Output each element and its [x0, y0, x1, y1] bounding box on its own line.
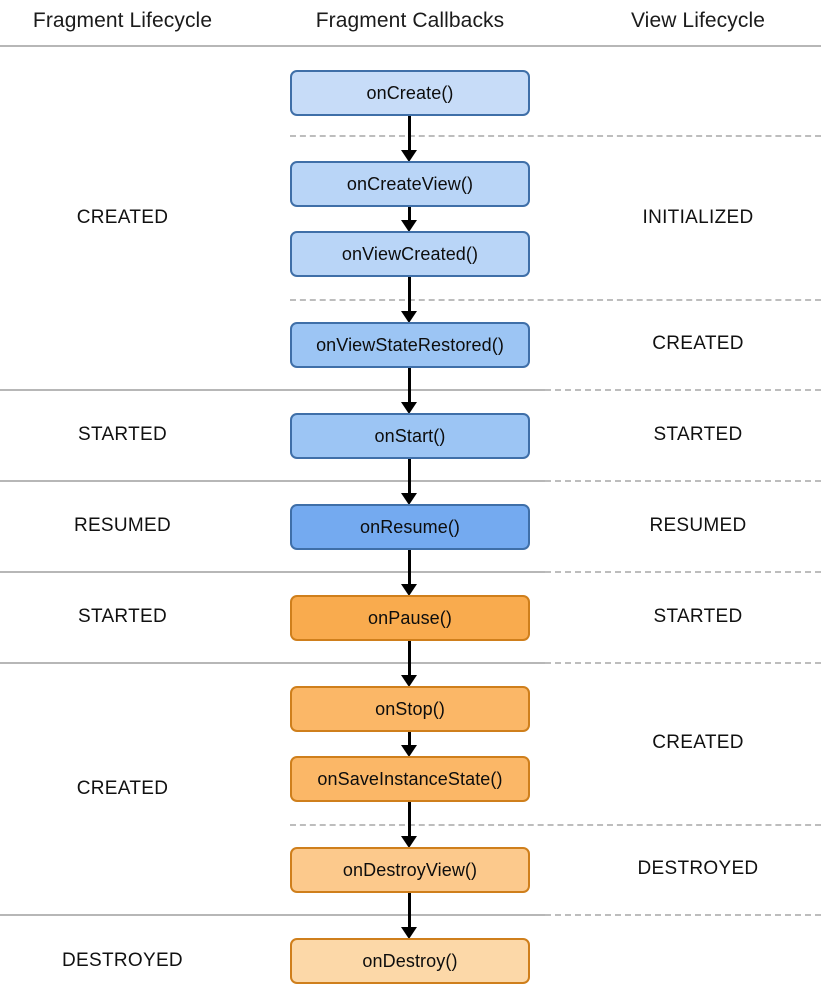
separator-dashed [545, 662, 821, 664]
separator-dashed [290, 135, 821, 137]
arrow-createview-to-viewcreated-shaft [408, 207, 411, 220]
separator-dashed [545, 389, 821, 391]
callback-box-on-create[interactable]: onCreate() [290, 70, 530, 116]
fragment-state-frag-started-1: STARTED [77, 424, 168, 445]
arrow-destroyview-to-destroy-arrowhead-icon [401, 927, 417, 939]
separator-solid [0, 389, 545, 391]
arrow-pause-to-stop-arrowhead-icon [401, 675, 417, 687]
arrow-start-to-resume-shaft [408, 459, 411, 493]
callback-box-on-save-instance-state[interactable]: onSaveInstanceState() [290, 756, 530, 802]
callback-box-on-destroy[interactable]: onDestroy() [290, 938, 530, 984]
callback-box-on-create-view[interactable]: onCreateView() [290, 161, 530, 207]
arrow-pause-to-stop-shaft [408, 641, 411, 675]
separator-dashed [290, 824, 821, 826]
callback-box-on-view-created[interactable]: onViewCreated() [290, 231, 530, 277]
column-header-view-lifecycle: View Lifecycle [630, 9, 766, 32]
callback-box-on-stop[interactable]: onStop() [290, 686, 530, 732]
separator-solid [0, 45, 821, 47]
view-state-view-started-1: STARTED [653, 424, 743, 445]
arrow-stop-to-savestate-arrowhead-icon [401, 745, 417, 757]
callback-box-on-view-state-restored[interactable]: onViewStateRestored() [290, 322, 530, 368]
arrow-savestate-to-destroyview-arrowhead-icon [401, 836, 417, 848]
callback-box-on-start[interactable]: onStart() [290, 413, 530, 459]
column-header-fragment-callbacks: Fragment Callbacks [315, 9, 505, 32]
arrow-viewcreated-to-viewstaterestored-shaft [408, 277, 411, 311]
separator-solid [0, 571, 545, 573]
arrow-stop-to-savestate-shaft [408, 732, 411, 745]
separator-solid [0, 662, 545, 664]
separator-dashed [290, 299, 821, 301]
fragment-state-frag-started-2: STARTED [77, 606, 168, 627]
fragment-state-frag-created-2: CREATED [76, 778, 169, 799]
arrow-destroyview-to-destroy-shaft [408, 893, 411, 927]
view-state-view-created-2: CREATED [652, 732, 744, 753]
separator-solid [0, 480, 545, 482]
arrow-start-to-resume-arrowhead-icon [401, 493, 417, 505]
view-state-view-started-2: STARTED [653, 606, 743, 627]
arrow-viewcreated-to-viewstaterestored-arrowhead-icon [401, 311, 417, 323]
column-header-fragment-lifecycle: Fragment Lifecycle [32, 9, 213, 32]
separator-dashed [545, 914, 821, 916]
fragment-state-frag-created-1: CREATED [76, 207, 169, 228]
arrow-viewstaterestored-to-start-shaft [408, 368, 411, 402]
arrow-create-to-createview-arrowhead-icon [401, 150, 417, 162]
separator-dashed [545, 480, 821, 482]
fragment-state-frag-destroyed: DESTROYED [62, 950, 183, 971]
arrow-resume-to-pause-shaft [408, 550, 411, 584]
callback-box-on-resume[interactable]: onResume() [290, 504, 530, 550]
separator-solid [0, 914, 545, 916]
callback-box-on-pause[interactable]: onPause() [290, 595, 530, 641]
view-state-view-destroyed: DESTROYED [637, 858, 759, 879]
arrow-savestate-to-destroyview-shaft [408, 802, 411, 836]
view-state-view-initialized: INITIALIZED [642, 207, 754, 228]
arrow-resume-to-pause-arrowhead-icon [401, 584, 417, 596]
column-header-row: Fragment Lifecycle Fragment Callbacks Vi… [0, 0, 821, 46]
fragment-state-frag-resumed: RESUMED [73, 515, 172, 536]
callback-box-on-destroy-view[interactable]: onDestroyView() [290, 847, 530, 893]
arrow-viewstaterestored-to-start-arrowhead-icon [401, 402, 417, 414]
arrow-create-to-createview-shaft [408, 116, 411, 150]
separator-dashed [545, 571, 821, 573]
view-state-view-created-1: CREATED [652, 333, 744, 354]
view-state-view-resumed: RESUMED [649, 515, 747, 536]
arrow-createview-to-viewcreated-arrowhead-icon [401, 220, 417, 232]
